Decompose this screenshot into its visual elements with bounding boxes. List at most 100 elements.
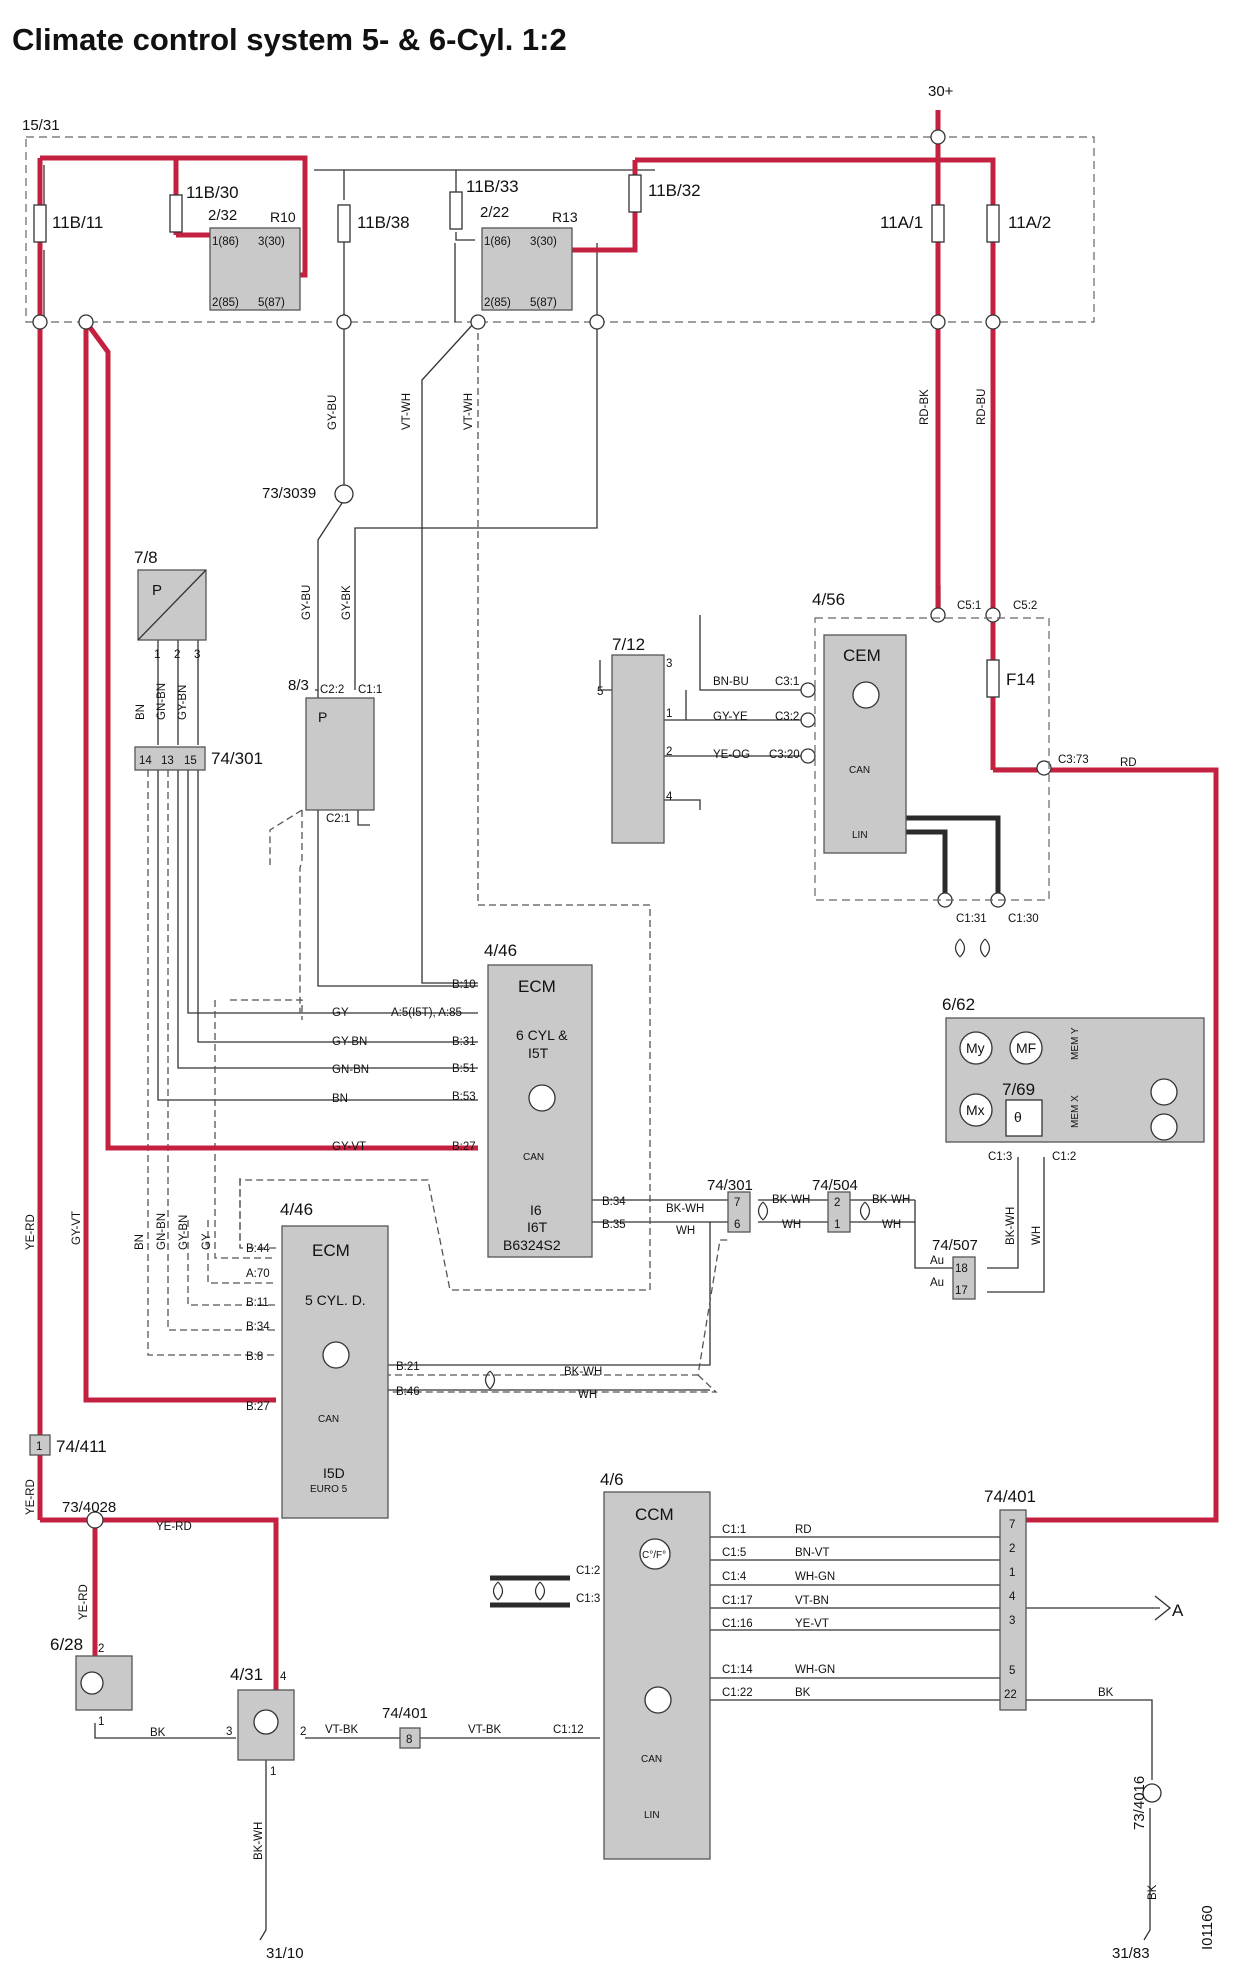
svg-text:11B/30: 11B/30 (186, 183, 239, 202)
svg-text:2/32: 2/32 (208, 207, 237, 224)
svg-text:B:21: B:21 (396, 1361, 420, 1373)
svg-text:74/401: 74/401 (382, 1705, 428, 1722)
svg-text:GY-VT: GY-VT (71, 1211, 83, 1245)
svg-text:1: 1 (834, 1219, 840, 1231)
svg-text:5: 5 (1009, 1665, 1015, 1677)
fuses: 11B/11 11B/30 11B/38 11B/33 11B/32 11A/1… (33, 174, 1051, 698)
ccm-module: 4/6 CCM C°/F° CAN LIN C1:2 C1:3 C1:1 C1:… (492, 1470, 835, 1860)
svg-text:MEM Y: MEM Y (1070, 1027, 1081, 1060)
fuse-11a-1 (931, 204, 945, 243)
svg-text:VT-WH: VT-WH (401, 393, 413, 430)
svg-text:17: 17 (955, 1285, 968, 1297)
svg-text:θ: θ (1014, 1109, 1022, 1125)
svg-text:YE-RD: YE-RD (25, 1479, 37, 1515)
connectors-middle: 74/301 7 6 74/504 2 1 BK-WH WH BK-WH WH … (484, 1177, 1043, 1390)
svg-text:B:34: B:34 (246, 1321, 270, 1333)
svg-text:2: 2 (174, 649, 180, 661)
svg-text:C5:2: C5:2 (1013, 600, 1037, 612)
svg-text:A:5(I5T), A:85: A:5(I5T), A:85 (391, 1007, 462, 1019)
svg-text:YE-OG: YE-OG (713, 749, 750, 761)
svg-text:1: 1 (1009, 1567, 1015, 1579)
actuator-6-62: 6/62 My MF Mx 7/69 θ MEM Y MEM X C1:3 C1… (942, 995, 1205, 1163)
svg-text:6 CYL &: 6 CYL & (516, 1027, 568, 1043)
svg-text:MF: MF (1016, 1040, 1036, 1056)
svg-text:3: 3 (226, 1726, 232, 1738)
bus-label-15-31: 15/31 (22, 117, 60, 134)
svg-text:C5:1: C5:1 (957, 600, 981, 612)
svg-text:6: 6 (734, 1219, 740, 1231)
svg-text:1: 1 (666, 708, 672, 720)
ecm-5-cyl: 4/46 ECM 5 CYL. D. CAN I5D EURO 5 B:44 A… (134, 1200, 602, 1519)
svg-text:C1:3: C1:3 (576, 1593, 600, 1605)
svg-text:3(30): 3(30) (258, 236, 285, 248)
svg-text:1: 1 (154, 649, 160, 661)
svg-text:B:51: B:51 (452, 1063, 476, 1075)
svg-text:GN-BN: GN-BN (156, 683, 168, 720)
svg-text:GY: GY (332, 1007, 349, 1019)
svg-text:74/401: 74/401 (984, 1487, 1036, 1506)
svg-text:11B/33: 11B/33 (466, 177, 519, 196)
svg-text:CAN: CAN (641, 1754, 662, 1765)
svg-text:A:70: A:70 (246, 1268, 270, 1280)
svg-text:74/504: 74/504 (812, 1177, 858, 1194)
svg-text:BK: BK (1147, 1884, 1159, 1900)
svg-text:5 CYL. D.: 5 CYL. D. (305, 1292, 366, 1308)
svg-text:RD-BK: RD-BK (919, 389, 931, 425)
svg-text:RD: RD (795, 1524, 812, 1536)
svg-text:6/28: 6/28 (50, 1635, 83, 1654)
svg-text:15: 15 (184, 755, 197, 767)
svg-text:4: 4 (666, 791, 673, 803)
svg-text:3(30): 3(30) (530, 236, 557, 248)
svg-text:R10: R10 (270, 209, 296, 225)
svg-text:B:35: B:35 (602, 1219, 626, 1231)
svg-text:C2:1: C2:1 (326, 813, 350, 825)
svg-text:2: 2 (300, 1726, 306, 1738)
svg-text:WH: WH (676, 1225, 695, 1237)
svg-text:C1:31: C1:31 (956, 913, 987, 925)
svg-text:B:46: B:46 (396, 1386, 420, 1398)
fuse-f14 (986, 659, 1000, 698)
svg-text:VT-BK: VT-BK (325, 1724, 359, 1736)
svg-text:BN: BN (134, 1234, 146, 1250)
svg-text:2: 2 (834, 1197, 840, 1209)
fuse-11b-30 (169, 194, 183, 233)
connector-74-401: 74/401 7 2 1 4 3 5 22 BK A (984, 1487, 1184, 1711)
svg-text:B6324S2: B6324S2 (503, 1237, 561, 1253)
svg-text:BK-WH: BK-WH (772, 1194, 810, 1206)
svg-text:11B/38: 11B/38 (357, 213, 410, 232)
svg-text:BK: BK (795, 1687, 811, 1699)
svg-text:LIN: LIN (644, 1810, 660, 1821)
svg-text:3: 3 (666, 658, 672, 670)
fuse-11b-32 (628, 174, 642, 213)
svg-text:YE-VT: YE-VT (795, 1618, 829, 1630)
svg-text:WH: WH (882, 1219, 901, 1231)
svg-text:B:27: B:27 (246, 1401, 270, 1413)
svg-text:31/10: 31/10 (266, 1945, 304, 1962)
svg-text:EURO 5: EURO 5 (310, 1484, 348, 1495)
svg-text:5(87): 5(87) (530, 297, 557, 309)
svg-text:GY: GY (201, 1233, 213, 1250)
svg-text:F14: F14 (1006, 670, 1035, 689)
svg-text:1(86): 1(86) (484, 236, 511, 248)
svg-text:3: 3 (194, 649, 200, 661)
svg-text:4/56: 4/56 (812, 590, 845, 609)
svg-text:GY-BN: GY-BN (178, 1215, 190, 1250)
svg-text:11B/32: 11B/32 (648, 181, 701, 200)
supply-label-30: 30+ (928, 83, 954, 100)
svg-text:C3:1: C3:1 (775, 676, 799, 688)
svg-text:YE-RD: YE-RD (156, 1521, 192, 1533)
page-title: Climate control system 5- & 6-Cyl. 1:2 (12, 22, 567, 57)
svg-text:GY-BK: GY-BK (341, 585, 353, 620)
svg-text:73/3039: 73/3039 (262, 485, 316, 502)
svg-text:P: P (152, 582, 162, 599)
svg-text:VT-BK: VT-BK (468, 1724, 502, 1736)
svg-text:2: 2 (666, 746, 672, 758)
svg-text:7/69: 7/69 (1002, 1080, 1035, 1099)
svg-text:Au: Au (930, 1277, 944, 1289)
svg-text:22: 22 (1004, 1689, 1017, 1701)
svg-text:C1:1: C1:1 (358, 684, 382, 696)
svg-text:ECM: ECM (518, 977, 556, 996)
svg-text:RD-BU: RD-BU (976, 389, 988, 425)
svg-text:CAN: CAN (849, 765, 870, 776)
svg-text:1: 1 (36, 1441, 42, 1453)
